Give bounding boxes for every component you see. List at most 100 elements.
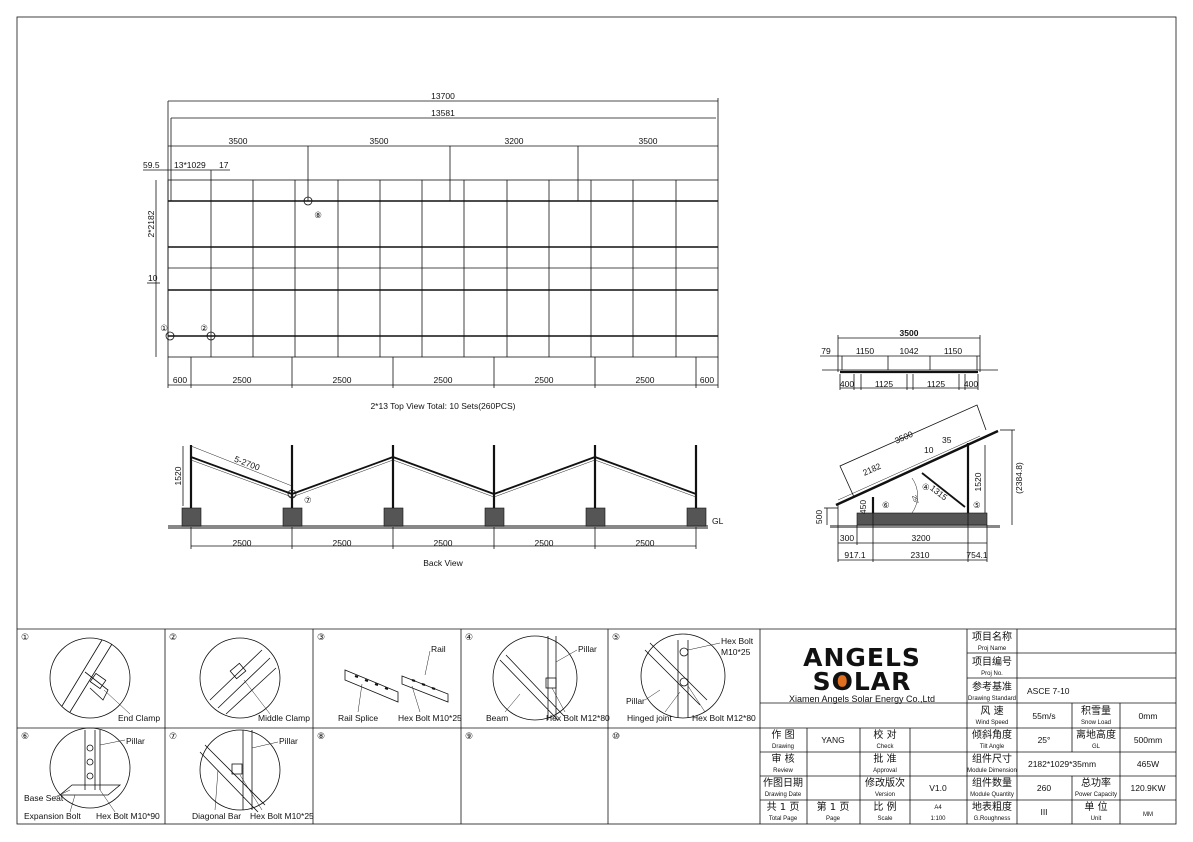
standard-label-en: Drawing Standard bbox=[968, 696, 1016, 702]
logo-solar: SOLAR bbox=[813, 667, 912, 696]
dim-pillar: 2500 bbox=[535, 375, 554, 385]
module-array bbox=[165, 179, 719, 358]
module-qty-value: 260 bbox=[1037, 783, 1051, 793]
dim-pillar: 2500 bbox=[333, 375, 352, 385]
dim-module-height: 2*2182 bbox=[146, 210, 156, 237]
dim-clearance: 500 bbox=[814, 510, 824, 524]
module-dim-label-en: Module Dimension bbox=[967, 768, 1017, 774]
top-view-caption: 2*13 Top View Total: 10 Sets(260PCS) bbox=[370, 401, 515, 411]
marker-8-label: ⑧ bbox=[314, 210, 322, 220]
diagonal-brace bbox=[921, 472, 966, 508]
module-qty-label-en: Module Quantity bbox=[970, 792, 1014, 798]
dim-segment: 3500 bbox=[229, 136, 248, 146]
power-cap-label: 总功率 bbox=[1081, 776, 1111, 789]
label-rail-splice: Rail Splice bbox=[338, 713, 378, 723]
label-hex-bolt: Hex Bolt M10*25 bbox=[250, 811, 314, 821]
detail-number-10: ⑩ bbox=[612, 731, 620, 741]
title-block-fields: 项目名称 Proj Name 项目编号 Proj No. 参考基准 Drawin… bbox=[763, 630, 1165, 822]
top-view: 13700 13581 3500 3500 3200 3500 59.5 13*… bbox=[143, 91, 719, 411]
label-base-seat: Base Seat bbox=[24, 793, 64, 803]
approval-label: 批 准 bbox=[873, 752, 896, 765]
version-label: 修改版次 bbox=[865, 776, 905, 789]
ground-line bbox=[168, 525, 708, 529]
proj-no-label-en: Proj No. bbox=[981, 671, 1003, 677]
label-middle-clamp: Middle Clamp bbox=[258, 713, 310, 723]
detail-number: ③ bbox=[317, 632, 325, 642]
drawing-value: YANG bbox=[821, 735, 844, 745]
review-label-en: Review bbox=[773, 768, 793, 774]
check-label-en: Check bbox=[876, 744, 894, 750]
standard-label: 参考基准 bbox=[972, 680, 1012, 693]
dim-pillar-height: 1520 bbox=[173, 466, 183, 485]
module-dim-value: 2182*1029*35mm bbox=[1028, 759, 1096, 769]
module-power-value: 465W bbox=[1137, 759, 1159, 769]
dim-edge: 59.5 bbox=[143, 160, 160, 170]
detail-marker-7 bbox=[287, 489, 297, 499]
dim-total: 3500 bbox=[900, 328, 919, 338]
dim-pillar: 600 bbox=[173, 375, 187, 385]
dim-pillar: 2500 bbox=[434, 375, 453, 385]
power-cap-label-en: Power Capacity bbox=[1075, 792, 1117, 798]
detail-number: ② bbox=[169, 632, 177, 642]
back-view: 1520 5-2700 ⑦ GL 2500 2500 2500 2500 250… bbox=[168, 445, 724, 568]
dim-spacing: 2500 bbox=[636, 538, 655, 548]
detail-number: ④ bbox=[465, 632, 473, 642]
total-page-label-en: Total Page bbox=[769, 816, 798, 822]
dim-top: 1150 bbox=[944, 346, 963, 356]
drawing-label: 作 图 bbox=[771, 729, 794, 741]
tilt-label: 倾斜角度 bbox=[972, 728, 1012, 741]
module-dim-label: 组件尺寸 bbox=[972, 752, 1012, 765]
wind-label: 风 速 bbox=[980, 705, 1003, 717]
dim-bottom: 917.1 bbox=[844, 550, 866, 560]
dim-top: 79 bbox=[821, 346, 831, 356]
wind-label-en: Wind Speed bbox=[976, 720, 1009, 726]
ground-line bbox=[830, 525, 1000, 528]
dim-thickness: 35 bbox=[942, 435, 952, 445]
dim-bottom: 400 bbox=[840, 379, 854, 389]
review-label: 审 核 bbox=[771, 752, 794, 765]
check-label: 校 对 bbox=[873, 728, 896, 741]
gl-label-en: GL bbox=[1092, 744, 1101, 750]
dim-top: 1150 bbox=[856, 346, 875, 356]
label-hex-bolt: Hex Bolt M12*80 bbox=[546, 713, 610, 723]
dim-13700: 13700 bbox=[431, 91, 455, 101]
label-hex-bolt: Hex Bolt M10*90 bbox=[96, 811, 160, 821]
roughness-label-en: G.Roughness bbox=[974, 816, 1011, 822]
module-qty-label: 组件数量 bbox=[972, 776, 1012, 789]
snow-label-en: Snow Load bbox=[1081, 720, 1111, 726]
label-pillar: Pillar bbox=[279, 736, 298, 746]
marker-1-label: ① bbox=[160, 323, 168, 333]
marker-6: ⑥ bbox=[882, 500, 890, 510]
drawing-label-en: Drawing bbox=[772, 744, 794, 750]
dim-front-pillar: 450 bbox=[858, 500, 868, 514]
dim-bottom: 1125 bbox=[875, 379, 894, 389]
scale-value: 1:100 bbox=[930, 816, 946, 822]
front-view: 3500 79 1150 1042 1150 400 1125 1125 400 bbox=[820, 328, 998, 390]
dim-panel-length: 3500 bbox=[893, 429, 915, 446]
page-label-en: Page bbox=[826, 816, 841, 822]
dim-diagonal: 1315 bbox=[928, 483, 949, 503]
label-pillar: Pillar bbox=[578, 644, 597, 654]
scale-label-en: Scale bbox=[877, 816, 893, 822]
dim-foundation-width: 3200 bbox=[912, 533, 931, 543]
wind-value: 55m/s bbox=[1032, 711, 1055, 721]
diagonal-label: 5-2700 bbox=[233, 454, 262, 473]
dim-row-gap: 10 bbox=[148, 273, 158, 283]
total-page-label: 共 1 页 bbox=[767, 801, 800, 813]
proj-name-label: 项目名称 bbox=[972, 630, 1012, 643]
version-value: V1.0 bbox=[929, 783, 947, 793]
dim-pillar: 2500 bbox=[636, 375, 655, 385]
detail-number: ⑦ bbox=[169, 731, 177, 741]
roughness-value: III bbox=[1040, 807, 1047, 817]
back-view-caption: Back View bbox=[423, 558, 463, 568]
date-label-en: Drawing Date bbox=[765, 792, 802, 798]
dim-gap: 17 bbox=[219, 160, 229, 170]
roughness-label: 地表粗度 bbox=[972, 800, 1012, 813]
detail-grid-lines bbox=[17, 628, 1176, 824]
label-expansion-bolt: Expansion Bolt bbox=[24, 811, 81, 821]
dim-13581: 13581 bbox=[431, 108, 455, 118]
scale-label: 比 例 bbox=[873, 800, 896, 813]
detail-marker-2 bbox=[206, 331, 216, 341]
marker-5: ⑤ bbox=[973, 500, 981, 510]
marker-4: ④ bbox=[922, 482, 930, 492]
